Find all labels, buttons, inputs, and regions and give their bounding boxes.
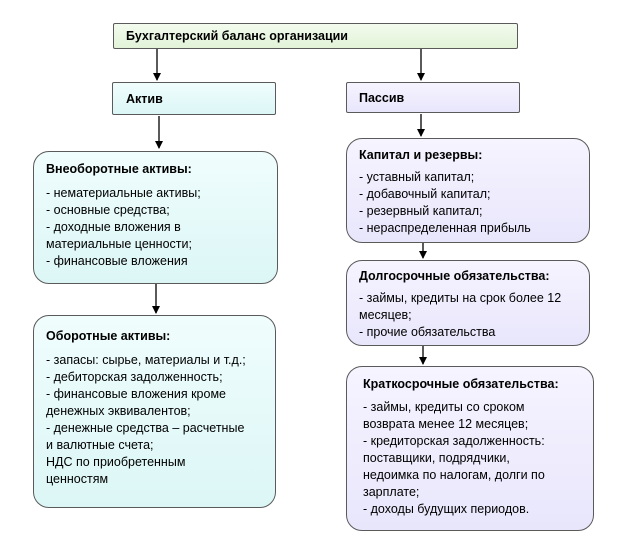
list-item: - кредиторская задолженность:	[363, 434, 545, 448]
list-item: и валютные счета;	[46, 438, 154, 452]
list-item: - основные средства;	[46, 203, 170, 217]
non-current-assets-list: - нематериальные активы; - основные сред…	[46, 185, 269, 270]
capital-reserves-box: Капитал и резервы: - уставный капитал; -…	[346, 138, 590, 243]
list-item: денежных эквивалентов;	[46, 404, 191, 418]
short-term-liabilities-title: Краткосрочные обязательства:	[363, 377, 559, 391]
list-item: - финансовые вложения кроме	[46, 387, 227, 401]
current-assets-list: - запасы: сырье, материалы и т.д.; - деб…	[46, 352, 267, 488]
capital-reserves-list: - уставный капитал; - добавочный капитал…	[359, 169, 581, 237]
list-item: - доходные вложения в	[46, 220, 181, 234]
list-item: - нематериальные активы;	[46, 186, 201, 200]
liabilities-box: Пассив	[346, 82, 520, 113]
list-item: - запасы: сырье, материалы и т.д.;	[46, 353, 246, 367]
list-item: поставщики, подрядчики,	[363, 451, 510, 465]
assets-box: Актив	[112, 82, 276, 115]
list-item: месяцев;	[359, 308, 412, 322]
list-item: ценностям	[46, 472, 109, 486]
list-item: - нераспределенная прибыль	[359, 221, 531, 235]
list-item: - займы, кредиты со сроком	[363, 400, 525, 414]
current-assets-title: Оборотные активы:	[46, 329, 171, 343]
list-item: - прочие обязательства	[359, 325, 496, 339]
assets-label: Актив	[126, 92, 163, 106]
list-item: - добавочный капитал;	[359, 187, 491, 201]
list-item: - займы, кредиты на срок более 12	[359, 291, 562, 305]
list-item: НДС по приобретенным	[46, 455, 186, 469]
list-item: - уставный капитал;	[359, 170, 475, 184]
list-item: материальные ценности;	[46, 237, 192, 251]
current-assets-box: Оборотные активы: - запасы: сырье, матер…	[33, 315, 276, 508]
list-item: недоимка по налогам, долги по	[363, 468, 545, 482]
list-item: - резервный капитал;	[359, 204, 483, 218]
short-term-liabilities-list: - займы, кредиты со сроком возврата мене…	[363, 399, 585, 518]
short-term-liabilities-box: Краткосрочные обязательства: - займы, кр…	[346, 366, 594, 531]
list-item: - доходы будущих периодов.	[363, 502, 530, 516]
list-item: - дебиторская задолженность;	[46, 370, 223, 384]
non-current-assets-title: Внеоборотные активы:	[46, 162, 192, 176]
long-term-liabilities-title: Долгосрочные обязательства:	[359, 269, 550, 283]
list-item: возврата менее 12 месяцев;	[363, 417, 529, 431]
long-term-liabilities-list: - займы, кредиты на срок более 12 месяце…	[359, 290, 581, 341]
non-current-assets-box: Внеоборотные активы: - нематериальные ак…	[33, 151, 278, 284]
long-term-liabilities-box: Долгосрочные обязательства: - займы, кре…	[346, 260, 590, 346]
list-item: - финансовые вложения	[46, 254, 188, 268]
liabilities-label: Пассив	[359, 91, 405, 105]
header-box: Бухгалтерский баланс организации	[113, 23, 518, 49]
list-item: зарплате;	[363, 485, 420, 499]
header-title: Бухгалтерский баланс организации	[126, 29, 348, 43]
list-item: - денежные средства – расчетные	[46, 421, 245, 435]
capital-reserves-title: Капитал и резервы:	[359, 148, 483, 162]
